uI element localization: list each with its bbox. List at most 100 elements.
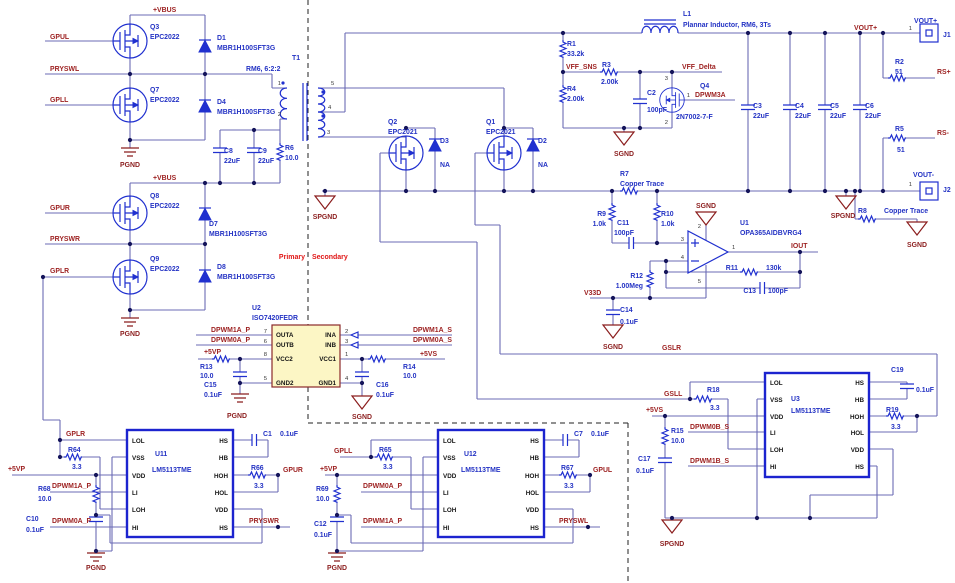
junction-dot — [127, 241, 133, 247]
ref-c2: C2 — [647, 90, 656, 97]
wires-left-bottom-bridge — [42, 182, 206, 457]
ref-j1-name: VOUT+ — [914, 18, 937, 25]
c7-capacitor[interactable] — [562, 433, 569, 447]
ref-t1-part: RM6, 6:2:2 — [246, 66, 281, 73]
q3-mosfet[interactable] — [112, 23, 148, 59]
junction-dot — [93, 512, 99, 518]
ref-r19-val: 3.3 — [891, 424, 901, 431]
j1-connector[interactable] — [919, 23, 939, 43]
t1-transformer[interactable] — [279, 81, 326, 141]
pn-u2-7: 7 — [264, 329, 267, 335]
ref-r65-val: 3.3 — [383, 464, 393, 471]
net-gpll-u12: GPLL — [334, 448, 352, 455]
wires-u2 — [196, 334, 452, 396]
junction-dot — [322, 188, 328, 194]
c19-capacitor[interactable] — [899, 383, 915, 390]
ref-q8-part: EPC2022 — [150, 203, 180, 210]
r14-resistor[interactable] — [367, 355, 387, 363]
u3-lm5113-body[interactable] — [763, 371, 871, 479]
c11-capacitor[interactable] — [628, 236, 635, 250]
j2-connector[interactable] — [919, 181, 939, 201]
ref-c11-val: 100pF — [614, 230, 634, 237]
c16-capacitor[interactable] — [354, 371, 370, 378]
net-iout: IOUT — [791, 243, 808, 250]
r1-resistor[interactable] — [559, 39, 567, 59]
r9-resistor[interactable] — [608, 202, 616, 222]
r15-resistor[interactable] — [661, 426, 669, 446]
u2-pin-vcc2: VCC2 — [276, 356, 293, 363]
ref-c13-val: 100pF — [768, 288, 788, 295]
ref-r1-val: 33.2k — [567, 51, 584, 58]
c12-capacitor[interactable] — [329, 516, 345, 523]
d1-diode[interactable] — [198, 39, 212, 53]
r5-resistor[interactable] — [887, 134, 907, 142]
pn-u1-5: 5 — [698, 279, 702, 285]
c2-capacitor[interactable] — [632, 98, 648, 105]
ref-c12: C12 — [314, 521, 327, 528]
r11-resistor[interactable] — [739, 268, 759, 276]
r69-resistor[interactable] — [333, 484, 341, 504]
c10-capacitor[interactable] — [88, 516, 104, 523]
junction-dot — [843, 188, 849, 194]
wires-gsll-gslr-u3 — [477, 353, 938, 520]
r68-resistor[interactable] — [92, 484, 100, 504]
r65-resistor[interactable] — [374, 453, 394, 461]
d4-diode[interactable] — [198, 99, 212, 113]
u1-opamp[interactable] — [687, 230, 730, 274]
junction-dot — [745, 30, 751, 36]
junction-dot — [687, 396, 693, 402]
r6-resistor[interactable] — [276, 142, 284, 162]
u2-iso7420-body[interactable] — [271, 324, 341, 388]
junction-dot — [880, 188, 886, 194]
ref-r64-val: 3.3 — [72, 464, 82, 471]
u12-lm5113-body[interactable] — [436, 428, 546, 539]
ref-r69-val: 10.0 — [316, 496, 330, 503]
pgnd-symbol-u2 — [230, 393, 250, 403]
junction-dot — [662, 413, 668, 419]
d8-diode[interactable] — [198, 269, 212, 283]
r18-resistor[interactable] — [693, 395, 713, 403]
u3-pin-hs-b: HS — [855, 464, 864, 471]
c1-capacitor[interactable] — [251, 433, 258, 447]
r4-resistor[interactable] — [559, 84, 567, 104]
q7-mosfet[interactable] — [112, 87, 148, 123]
ref-q4-part: 2N7002-7-F — [676, 114, 713, 121]
r10-resistor[interactable] — [653, 202, 661, 222]
c17-capacitor[interactable] — [657, 457, 673, 464]
r66-resistor[interactable] — [247, 471, 267, 479]
c13-capacitor[interactable] — [759, 281, 766, 295]
c15-capacitor[interactable] — [232, 371, 248, 378]
r8-resistor[interactable] — [857, 215, 877, 223]
ref-c7-val: 0.1uF — [591, 431, 609, 438]
pn-q4-3: 3 — [665, 76, 669, 82]
c14-capacitor[interactable] — [605, 309, 621, 316]
r7-resistor[interactable] — [619, 187, 639, 195]
r64-resistor[interactable] — [63, 453, 83, 461]
gnd-spgnd-1: SPGND — [313, 214, 338, 221]
u11-lm5113-body[interactable] — [125, 428, 235, 539]
r67-resistor[interactable] — [558, 471, 578, 479]
l1-inductor[interactable] — [641, 19, 679, 34]
r12-resistor[interactable] — [646, 269, 654, 289]
junction-dot — [654, 188, 660, 194]
r13-resistor[interactable] — [211, 355, 231, 363]
wires-secondary-fets — [322, 127, 612, 399]
q8-mosfet[interactable] — [112, 195, 148, 231]
junction-dot — [797, 249, 803, 255]
r3-resistor[interactable] — [599, 68, 619, 76]
d7-diode[interactable] — [198, 207, 212, 221]
ref-c6: C6 — [865, 103, 874, 110]
ref-u1: U1 — [740, 220, 749, 227]
q1-mosfet[interactable] — [486, 135, 522, 171]
u2-pin-vcc1: VCC1 — [319, 356, 336, 363]
junction-dot — [637, 125, 643, 131]
ref-c11: C11 — [617, 220, 629, 227]
junction-dot — [93, 548, 99, 554]
junction-dot — [669, 515, 675, 521]
junction-dot — [647, 295, 653, 301]
q2-mosfet[interactable] — [388, 135, 424, 171]
q9-mosfet[interactable] — [112, 259, 148, 295]
ref-r14-val: 10.0 — [403, 373, 417, 380]
ref-c19-val: 0.1uF — [916, 387, 934, 394]
